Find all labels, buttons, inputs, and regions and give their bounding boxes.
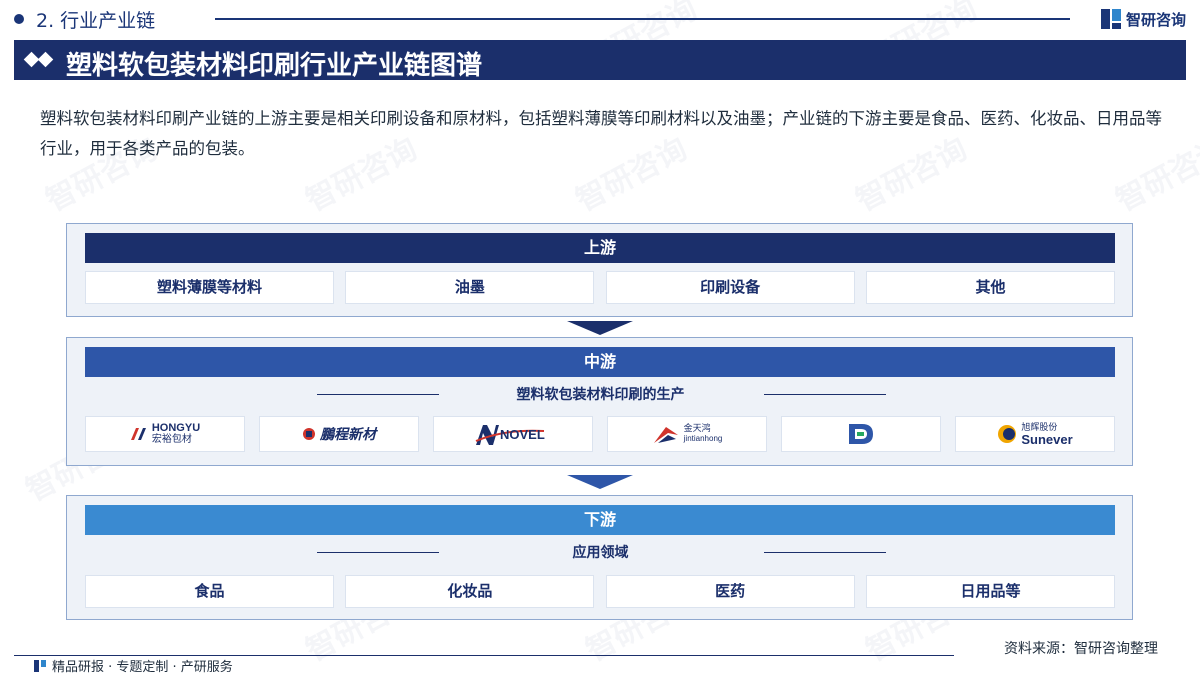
midstream-sublabel: 塑料软包装材料印刷的生产 bbox=[516, 387, 685, 403]
jintianhong-mark-icon bbox=[653, 427, 678, 443]
description-text: 塑料软包装材料印刷产业链的上游主要是相关印刷设备和原材料，包括塑料薄膜等印刷材料… bbox=[40, 109, 1162, 158]
company-logos: HONGYU 宏裕包材 鵬程新材 NOVEL bbox=[85, 416, 1115, 452]
midstream-subheading: 塑料软包装材料印刷的生产 bbox=[67, 384, 1134, 404]
source-note: 资料来源：智研咨询整理 bbox=[1004, 641, 1158, 657]
novel-mark-icon: NOVEL bbox=[475, 425, 545, 445]
downstream-items: 食品 化妆品 医药 日用品等 bbox=[85, 575, 1115, 608]
upstream-panel: 上游 塑料薄膜等材料 油墨 印刷设备 其他 bbox=[66, 223, 1133, 317]
bullet-dot bbox=[14, 14, 24, 24]
section-title: 2. 行业产业链 bbox=[36, 10, 156, 32]
hongyu-mark-icon bbox=[130, 428, 146, 440]
sunever-text: Sunever bbox=[1021, 432, 1073, 447]
upstream-item: 其他 bbox=[865, 271, 1115, 304]
page-title: 塑料软包装材料印刷行业产业链图谱 bbox=[66, 51, 483, 81]
sub-divider bbox=[317, 394, 439, 395]
footer-rule bbox=[14, 655, 954, 656]
downstream-item: 医药 bbox=[605, 575, 855, 608]
header-rule bbox=[215, 18, 1070, 20]
jintianhong-text: jintianhong bbox=[683, 434, 723, 443]
novel-logo: NOVEL bbox=[433, 416, 593, 452]
upstream-item: 印刷设备 bbox=[605, 271, 855, 304]
diamond-icon bbox=[23, 51, 66, 68]
downstream-sublabel: 应用领域 bbox=[572, 545, 629, 561]
downstream-item: 日用品等 bbox=[865, 575, 1115, 608]
sub-divider bbox=[764, 552, 886, 553]
jintianhong-cn-text: 金天鸿 bbox=[683, 424, 711, 434]
brand: 智研咨询 bbox=[1100, 8, 1186, 30]
pengcheng-text: 鵬程新材 bbox=[320, 427, 376, 443]
footer-text: 精品研报 · 专题定制 · 产研服务 bbox=[52, 660, 233, 675]
downstream-subheading: 应用领域 bbox=[67, 542, 1134, 562]
downstream-label: 下游 bbox=[85, 505, 1115, 535]
midstream-panel: 中游 塑料软包装材料印刷的生产 HONGYU 宏裕包材 鵬程新材 bbox=[66, 337, 1133, 466]
down-arrow-icon bbox=[567, 321, 633, 335]
brand-name: 智研咨询 bbox=[1125, 10, 1186, 29]
upstream-item: 塑料薄膜等材料 bbox=[85, 271, 334, 304]
downstream-item: 化妆品 bbox=[345, 575, 595, 608]
brand-logo-icon bbox=[1100, 9, 1121, 29]
top-bar: 2. 行业产业链 智研咨询 bbox=[0, 0, 1200, 38]
down-arrow-icon bbox=[567, 475, 633, 489]
jintianhong-logo: 金天鸿 jintianhong bbox=[607, 416, 767, 452]
upstream-items: 塑料薄膜等材料 油墨 印刷设备 其他 bbox=[85, 271, 1115, 304]
hongyu-logo: HONGYU 宏裕包材 bbox=[85, 416, 245, 452]
footer-logo-icon bbox=[34, 659, 46, 672]
sub-divider bbox=[764, 394, 886, 395]
upstream-item: 油墨 bbox=[345, 271, 595, 304]
d-logo bbox=[781, 416, 941, 452]
pengcheng-logo: 鵬程新材 bbox=[259, 416, 419, 452]
midstream-label: 中游 bbox=[85, 347, 1115, 377]
d-mark-icon bbox=[849, 424, 873, 444]
hongyu-text: HONGYU bbox=[151, 422, 201, 434]
footer: 精品研报 · 专题定制 · 产研服务 bbox=[34, 656, 233, 675]
novel-text: NOVEL bbox=[500, 427, 545, 442]
title-bar: 塑料软包装材料印刷行业产业链图谱 bbox=[14, 40, 1186, 81]
pengcheng-mark-icon bbox=[303, 428, 315, 440]
upstream-label: 上游 bbox=[85, 233, 1115, 263]
sunever-cn-text: 旭辉股份 bbox=[1021, 423, 1058, 433]
sunever-logo: 旭辉股份 Sunever bbox=[955, 416, 1115, 452]
sunever-mark-icon bbox=[998, 425, 1017, 443]
sub-divider bbox=[317, 552, 439, 553]
hongyu-cn-text: 宏裕包材 bbox=[151, 434, 192, 445]
downstream-item: 食品 bbox=[85, 575, 334, 608]
downstream-panel: 下游 应用领域 食品 化妆品 医药 日用品等 bbox=[66, 495, 1133, 620]
